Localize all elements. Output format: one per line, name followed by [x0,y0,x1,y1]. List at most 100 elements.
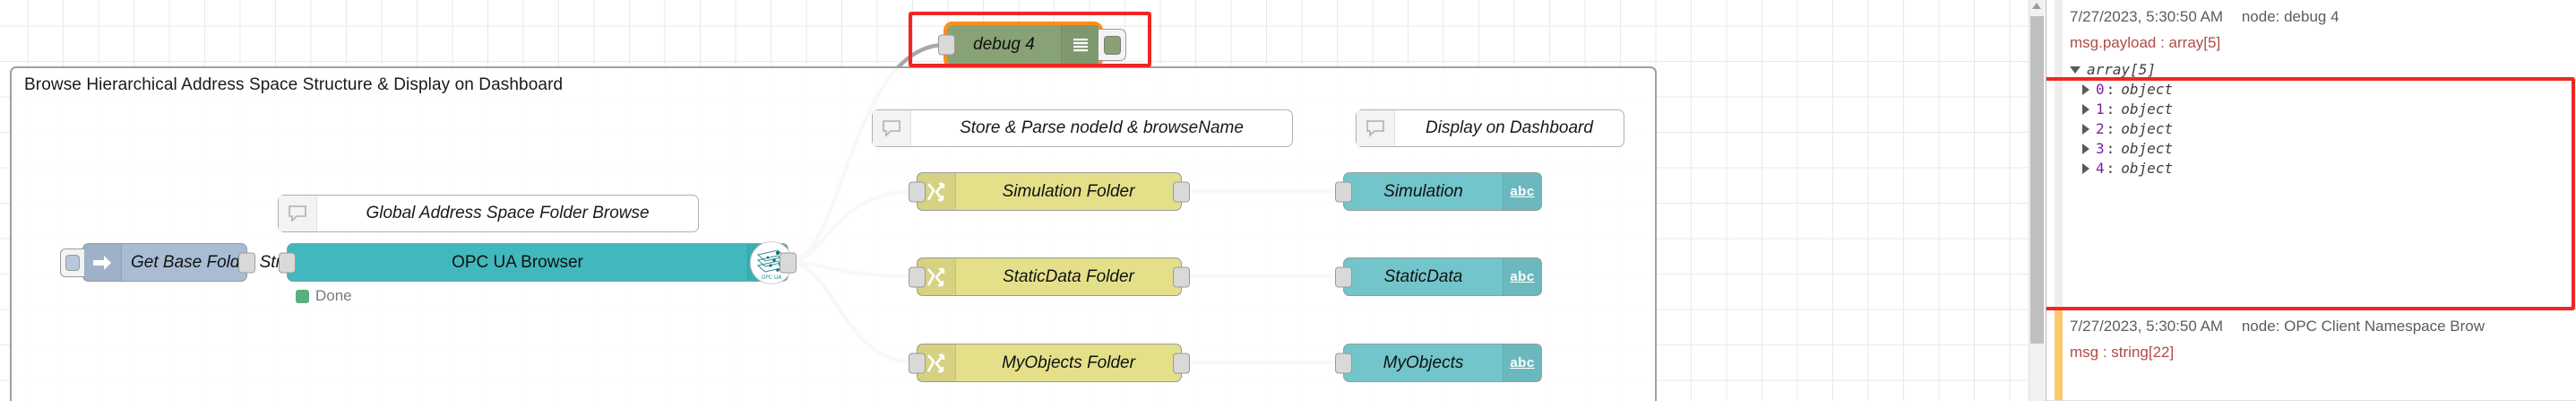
node-label: StaticData [1383,266,1463,286]
node-label: MyObjects Folder [1002,353,1135,372]
debug-timestamp: 7/27/2023, 5:30:50 AM [2070,8,2224,25]
node-port-input[interactable] [909,353,926,373]
debug-sidebar[interactable]: 7/27/2023, 5:30:50 AM node: debug 4 msg.… [2046,0,2576,401]
scroll-up-arrow-icon[interactable] [2032,3,2041,9]
tree-item-colon: : [2106,100,2115,118]
comment-bubble-icon [1357,110,1395,146]
debug-message-header: 7/27/2023, 5:30:50 AM node: OPC Client N… [2070,318,2567,336]
node-comment-store-parse[interactable]: Store & Parse nodeId & browseName [872,109,1293,147]
tree-item-key: 2 [2096,120,2105,137]
chevron-down-icon[interactable] [2070,66,2081,74]
inject-trigger-button[interactable] [60,248,84,277]
status-text: Done [315,287,352,304]
status-dot-icon [296,289,309,303]
node-status-opcua: Done [296,287,352,305]
flow-group-title: Browse Hierarchical Address Space Struct… [24,75,564,94]
node-port-output[interactable] [1173,181,1190,202]
chevron-right-icon[interactable] [2082,84,2089,95]
debug-message[interactable]: 7/27/2023, 5:30:50 AM node: OPC Client N… [2046,309,2576,401]
debug-node-ref: node: debug 4 [2241,8,2339,25]
debug-tree-item[interactable]: 1 : object [2070,100,2567,119]
tree-item-key: 0 [2096,81,2105,98]
abc-text-icon: abc [1503,258,1541,295]
node-port-input[interactable] [279,252,296,273]
chevron-right-icon[interactable] [2082,104,2089,115]
debug-property: msg.payload : array[5] [2070,34,2221,51]
node-label: Simulation Folder [1002,181,1135,201]
debug-message-header: 7/27/2023, 5:30:50 AM node: debug 4 [2070,8,2567,26]
debug-message[interactable]: 7/27/2023, 5:30:50 AM node: debug 4 msg.… [2046,0,2576,309]
chevron-right-icon[interactable] [2082,144,2089,154]
node-port-output[interactable] [780,252,797,273]
function-icon [918,173,956,210]
node-label: Simulation [1383,181,1463,201]
debug-tree-item[interactable]: 0 : object [2070,80,2567,100]
abc-glyph: abc [1510,184,1535,199]
debug-lines-icon [1061,25,1099,65]
node-port-input[interactable] [1335,266,1352,287]
debug-node-ref: node: OPC Client Namespace Brow [2241,318,2486,335]
node-dashboard-myobjects[interactable]: MyObjects abc [1335,344,1542,382]
tree-item-key: 1 [2096,100,2105,118]
chevron-right-icon[interactable] [2082,124,2089,135]
scrollbar-thumb[interactable] [2030,16,2044,344]
abc-glyph: abc [1510,355,1535,370]
node-port-output[interactable] [1173,353,1190,373]
debug-timestamp: 7/27/2023, 5:30:50 AM [2070,318,2224,335]
node-label: MyObjects [1383,353,1464,372]
node-dashboard-simulation[interactable]: Simulation abc [1335,172,1542,211]
debug-tree-item[interactable]: 2 : object [2070,119,2567,139]
tree-item-value: object [2121,120,2174,137]
node-port-output[interactable] [238,252,255,273]
node-port-input[interactable] [909,181,926,202]
chevron-right-icon[interactable] [2082,163,2089,174]
node-function-myobjects-folder[interactable]: MyObjects Folder [909,344,1190,382]
comment-bubble-icon [873,110,911,146]
tree-item-value: object [2121,160,2174,177]
tree-item-colon: : [2106,140,2115,157]
debug-tree-root[interactable]: array[5] [2070,60,2567,80]
debug-enable-button[interactable] [1098,29,1126,61]
abc-glyph: abc [1510,269,1535,284]
debug-tree-item[interactable]: 4 : object [2070,159,2567,179]
debug-tree-item[interactable]: 3 : object [2070,139,2567,159]
comment-bubble-icon [279,196,317,231]
tree-item-key: 4 [2096,160,2105,177]
node-comment-global-address[interactable]: Global Address Space Folder Browse [278,195,699,232]
tree-item-colon: : [2106,81,2115,98]
node-port-input[interactable] [1335,181,1352,202]
node-label: Store & Parse nodeId & browseName [960,118,1244,137]
canvas-vertical-scrollbar[interactable] [2029,0,2045,401]
node-comment-display-dashboard[interactable]: Display on Dashboard [1356,109,1624,147]
node-label: Display on Dashboard [1426,118,1593,137]
tree-item-value: object [2121,100,2174,118]
tree-item-colon: : [2106,120,2115,137]
svg-text:OPC UA: OPC UA [762,275,783,281]
tree-root-label: array[5] [2087,61,2157,78]
node-port-input[interactable] [938,34,955,56]
node-label: Global Address Space Folder Browse [366,204,650,222]
tree-item-value: object [2121,81,2174,98]
tree-item-colon: : [2106,160,2115,177]
message-accent-bar [2055,0,2063,309]
node-inject-get-base-folder[interactable]: Get Base Folder Structure ¹ [60,243,339,282]
node-debug-4[interactable]: debug 4 [938,22,1126,68]
node-dashboard-staticdata[interactable]: StaticData abc [1335,257,1542,296]
node-port-output[interactable] [1173,266,1190,287]
tree-item-key: 3 [2096,140,2105,157]
node-label: OPC UA Browser [452,252,583,272]
node-label: StaticData Folder [1003,266,1134,286]
node-opcua-browser[interactable]: OPC UA Browser OPC UA [279,240,797,284]
abc-text-icon: abc [1503,173,1541,210]
node-function-simulation-folder[interactable]: Simulation Folder [909,172,1190,211]
flow-canvas[interactable]: Browse Hierarchical Address Space Struct… [0,0,2045,401]
tree-item-value: object [2121,140,2174,157]
debug-property: msg : string[22] [2070,344,2175,361]
node-port-input[interactable] [909,266,926,287]
node-port-input[interactable] [1335,353,1352,373]
node-label: debug 4 [973,35,1035,54]
message-accent-bar [2055,309,2063,400]
node-function-staticdata-folder[interactable]: StaticData Folder [909,257,1190,296]
abc-text-icon: abc [1503,344,1541,381]
